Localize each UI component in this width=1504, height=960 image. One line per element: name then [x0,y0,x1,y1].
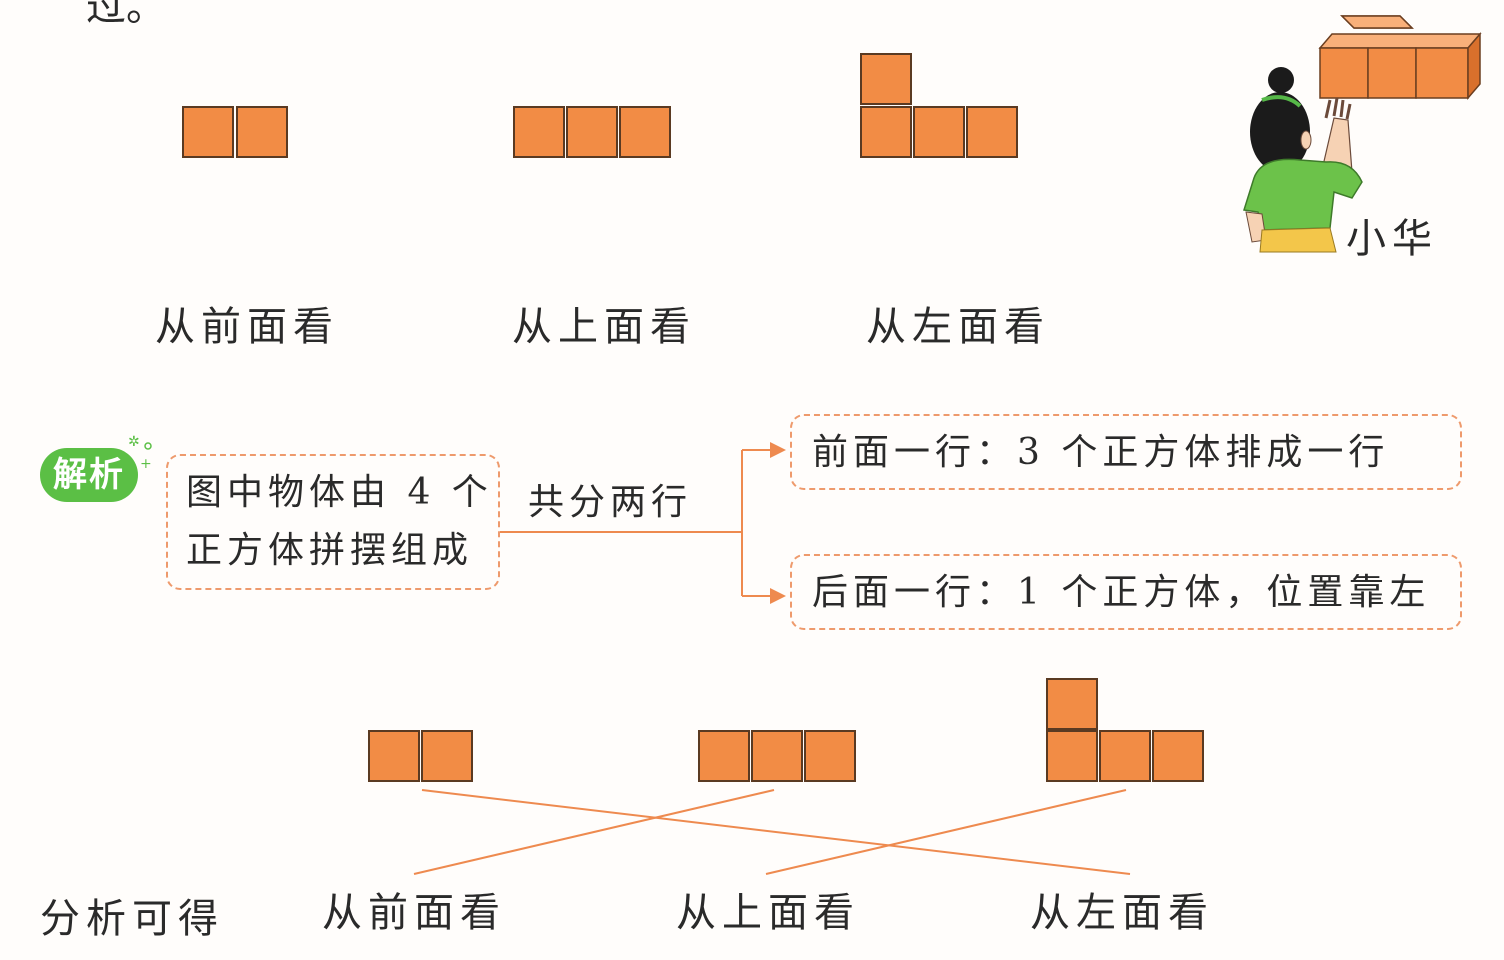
svg-text:+: + [140,456,152,472]
analysis-box: 图中物体由 4 个 正方体拼摆组成 [166,454,500,590]
match-line [413,789,775,875]
bottom-label-top: 从上面看 [676,890,860,936]
analysis-badge: 解析 [40,448,138,502]
square [1099,730,1151,782]
back-row-text: 后面一行：1 个正方体，位置靠左 [812,572,1431,613]
square [913,106,965,158]
character-name: 小华 [1346,216,1438,262]
back-row-box: 后面一行：1 个正方体，位置靠左 [790,554,1462,630]
conclusion-heading: 分析可得 [40,896,224,942]
square [1152,730,1204,782]
square [966,106,1018,158]
square [421,730,473,782]
cube-stack-3d [1318,15,1482,101]
square [513,106,565,158]
front-row-box: 前面一行：3 个正方体排成一行 [790,414,1462,490]
analysis-box-line1: 图中物体由 4 个 [186,472,493,513]
bottom-label-front: 从前面看 [322,890,506,936]
analysis-box-line2: 正方体拼摆组成 [186,530,474,571]
square [368,730,420,782]
front-row-text: 前面一行：3 个正方体排成一行 [812,432,1390,473]
square [182,106,234,158]
match-line [765,789,1127,875]
match-line [421,789,1131,875]
square [804,730,856,782]
label-left-view: 从左面看 [866,304,1050,350]
square [860,106,912,158]
arrow-head [770,442,786,458]
svg-text:✲: ✲ [128,434,140,450]
square [236,106,288,158]
girl-figure [1243,67,1363,253]
text-fragment: 过。 [86,0,166,30]
square [751,730,803,782]
connector-label: 共分两行 [528,482,693,523]
label-front-view: 从前面看 [155,304,339,350]
square [1046,730,1098,782]
square [566,106,618,158]
arrow-head [770,588,786,604]
square [1046,678,1098,730]
label-top-view: 从上面看 [512,304,696,350]
square [698,730,750,782]
square [860,53,912,105]
square [619,106,671,158]
bottom-label-left: 从左面看 [1030,890,1214,936]
